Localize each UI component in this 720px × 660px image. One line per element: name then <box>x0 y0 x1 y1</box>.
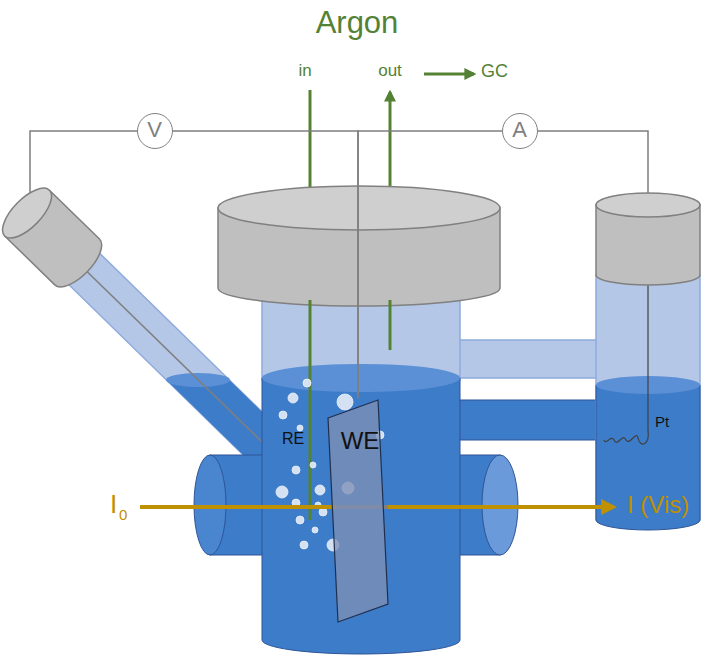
main-cap-top <box>218 186 500 230</box>
lower-bridge <box>440 400 600 440</box>
pt-cap-top <box>596 193 700 217</box>
electrode-label: RE <box>282 430 304 448</box>
gas-out-label: out <box>378 62 402 81</box>
argon-out-arrow <box>389 92 392 200</box>
gc-arrow <box>424 73 474 76</box>
re-cap <box>0 180 110 294</box>
pt-wire-inner <box>647 280 648 430</box>
node-label: A <box>512 118 527 142</box>
incident-beam <box>140 505 336 509</box>
argon-outlet-tube <box>389 300 392 350</box>
node-label: V <box>147 118 162 142</box>
voltmeter-circle: V <box>137 113 173 149</box>
wire-connector <box>358 131 502 398</box>
pt-coil <box>604 430 648 444</box>
intensity-symbol: I <box>110 490 117 519</box>
transmitted-beam <box>388 505 614 509</box>
gc-label: GC <box>481 62 508 82</box>
gas-label: Argon <box>316 6 399 40</box>
working-electrode: WE <box>326 398 390 624</box>
pt-wire <box>538 131 648 195</box>
subscript: 0 <box>119 507 127 524</box>
wire-connector <box>173 131 358 398</box>
main-liquid-surface <box>262 364 460 392</box>
gas-in-label: in <box>298 62 311 81</box>
argon-inlet-tube <box>309 300 312 520</box>
intensity-label: I (Vis) <box>627 492 689 518</box>
argon-in-arrow <box>309 90 312 198</box>
electrode-label: Pt <box>655 414 669 431</box>
node-label: WE <box>341 428 380 454</box>
ammeter-circle: A <box>502 113 538 149</box>
main-liquid <box>262 378 460 654</box>
